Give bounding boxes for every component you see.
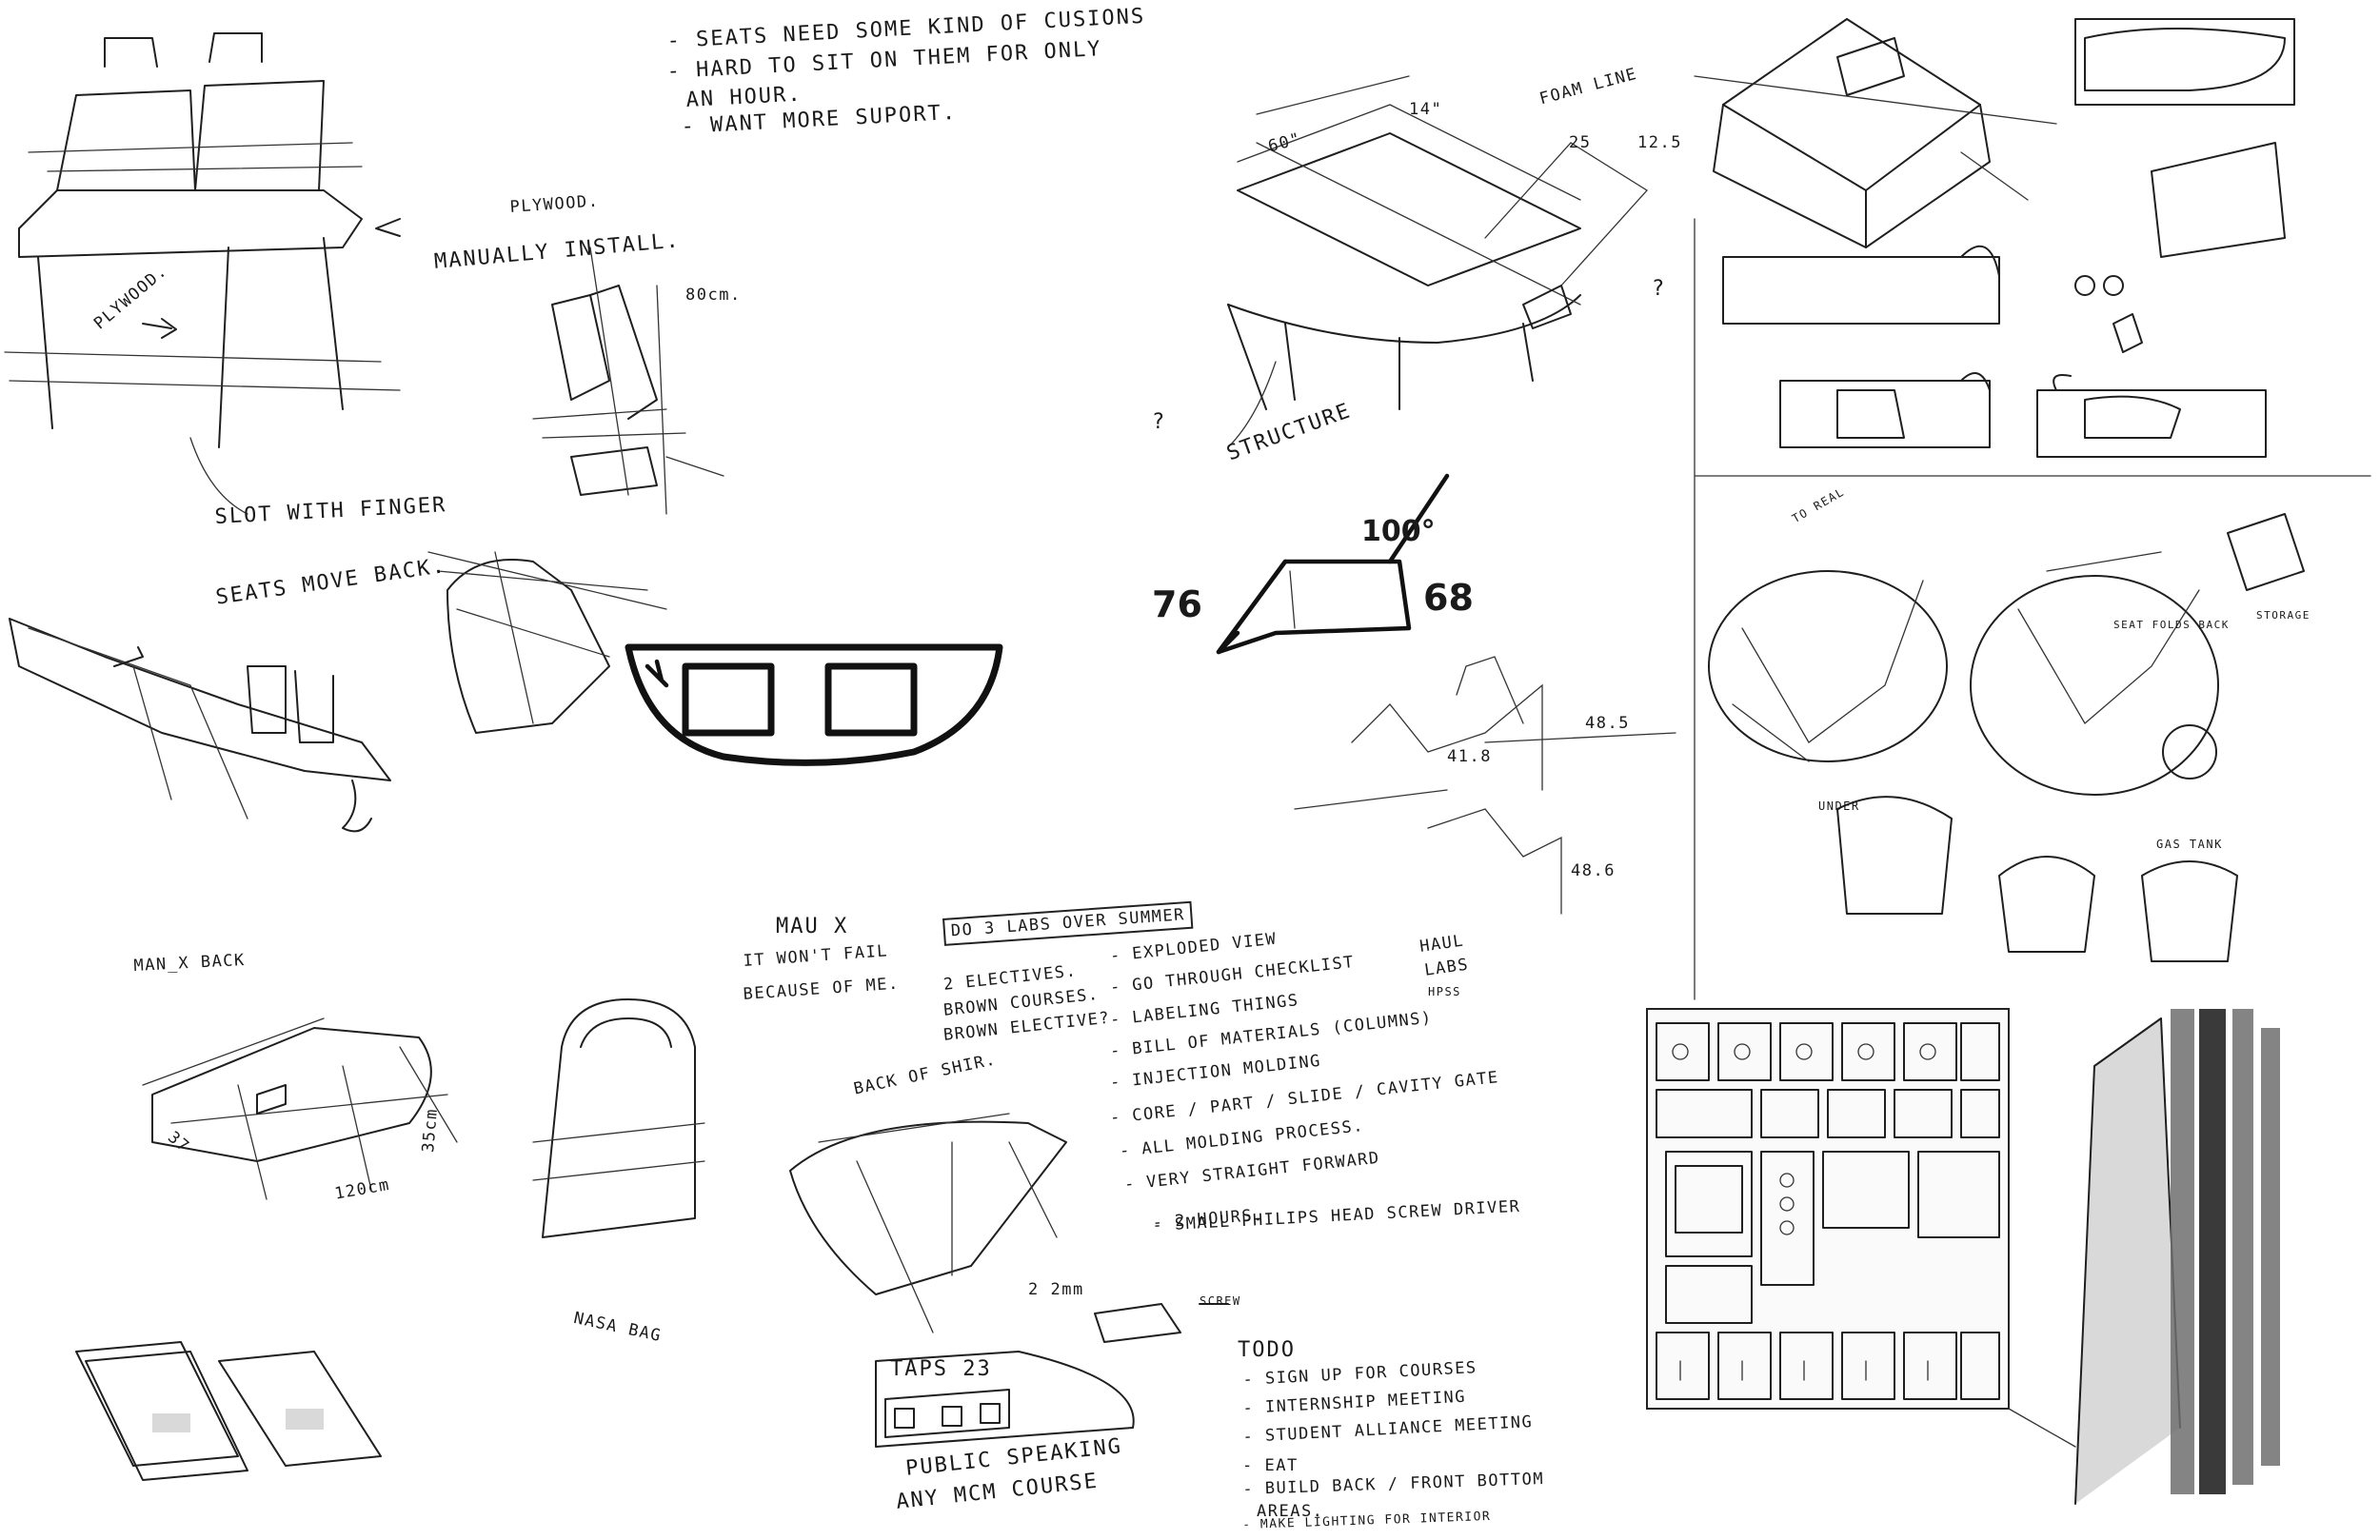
note-dim-76: 76: [1152, 583, 1202, 625]
tub-sketch: [625, 643, 1003, 766]
note-80cm: 80cm.: [685, 286, 742, 305]
note-todo-4: - EAT: [1242, 1456, 1299, 1475]
dimension-chair-diagram: [1294, 656, 1676, 915]
shelf-drawing: [1646, 1008, 2010, 1410]
curtain-drawing: [2008, 1009, 2280, 1505]
note-dim-48-5: 48.5: [1585, 714, 1630, 733]
note-dim-48-6: 48.6: [1571, 861, 1616, 880]
note-question-1: ?: [1152, 410, 1167, 434]
note-gas-tank: GAS TANK: [2156, 838, 2223, 851]
angle-diagram: [1216, 473, 1450, 655]
note-dim-14: 14": [1409, 100, 1443, 119]
seats-move-back-sketch: [9, 618, 391, 833]
note-dim-25: 25: [1569, 133, 1592, 152]
note-seat-folds: SEAT FOLDS BACK: [2113, 619, 2230, 631]
note-dim-100: 100°: [1361, 515, 1436, 548]
note-todo-6: AREAS.: [1257, 1502, 1324, 1521]
note-taps: TAPS 23: [890, 1357, 992, 1381]
note-todo-title: TODO: [1238, 1338, 1296, 1362]
note-storage: STORAGE: [2256, 609, 2311, 622]
container-sketches: [1694, 18, 2371, 477]
nasa-bag-sketch: [532, 998, 705, 1238]
note-dim-68: 68: [1423, 577, 1474, 619]
seat-cutaway-sketch: [427, 551, 667, 734]
note-2mm: 2 2mm: [1028, 1280, 1084, 1299]
note-question-2: ?: [1652, 277, 1667, 301]
seat-sketch-top-left: [4, 32, 401, 515]
note-dim-35: 35cm: [419, 1107, 443, 1154]
man-x-back-sketch: [142, 1017, 458, 1200]
folder-sketches: [75, 1341, 382, 1481]
back-of-ship-sketch: [789, 1113, 1229, 1343]
note-under: UNDER: [1818, 800, 1860, 813]
note-dim-41-8: 41.8: [1447, 747, 1492, 766]
note-dim-12-5: 12.5: [1637, 133, 1682, 152]
note-maux-1: MAU X: [776, 915, 849, 938]
install-sketch: [532, 247, 724, 515]
round-seat-sketches: [1694, 475, 2305, 1000]
note-screw: SCREW: [1200, 1294, 1241, 1308]
exploded-hull-sketch: [1227, 75, 1649, 448]
note-hpss: HPSS: [1428, 985, 1461, 998]
taps-sketch: [875, 1351, 1135, 1448]
